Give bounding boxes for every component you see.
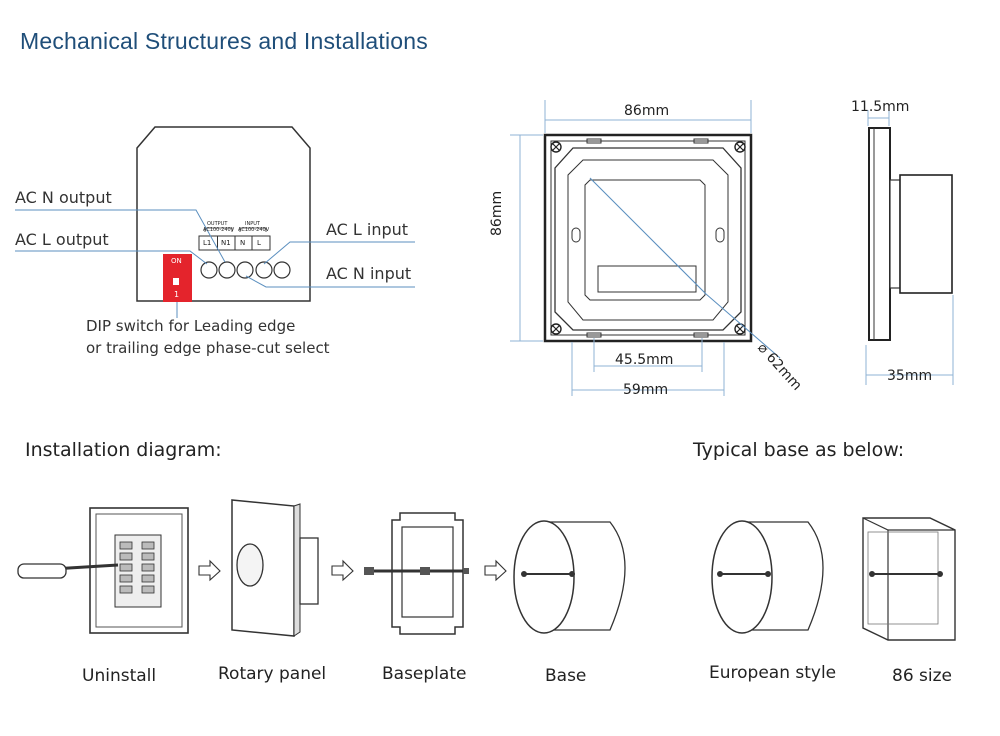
- caption-baseplate: Baseplate: [382, 664, 467, 684]
- front-view: [510, 100, 781, 396]
- rotary-panel-figure: [231, 499, 319, 637]
- caption-base: Base: [545, 666, 587, 686]
- installation-heading: Installation diagram:: [25, 439, 222, 461]
- dip-on-label: ON: [171, 257, 182, 265]
- caption-european-style: European style: [709, 663, 837, 683]
- ac-l-output-label: AC L output: [15, 230, 109, 249]
- ac-l-input-label: AC L input: [326, 220, 409, 239]
- dim-mount: 59mm: [623, 382, 669, 398]
- european-base-figure: [711, 520, 824, 634]
- terminal-l1-label: L1: [203, 239, 212, 247]
- terminal-n1-label: N1: [221, 239, 231, 247]
- round-base-figure: [513, 520, 626, 634]
- ac-n-input-label: AC N input: [326, 264, 412, 283]
- dim-height: 86mm: [489, 190, 505, 236]
- output-tag: OUTPUT: [207, 221, 228, 227]
- page-title: Mechanical Structures and Installations: [20, 28, 428, 54]
- dim-depth-total: 11.5mm: [851, 99, 910, 115]
- caption-rotary-panel: Rotary panel: [218, 664, 327, 684]
- side-view: [865, 110, 954, 385]
- output-voltage: AC100-240V: [203, 227, 235, 233]
- dip-1-label: 1: [174, 290, 180, 299]
- typical-base-heading: Typical base as below:: [693, 439, 905, 461]
- terminal-n: [236, 261, 254, 279]
- terminal-l-label: L: [257, 239, 261, 247]
- terminal-l: [255, 261, 273, 279]
- caption-uninstall: Uninstall: [82, 666, 157, 686]
- baseplate-figure: [364, 512, 469, 635]
- dip-caption-line2: or trailing edge phase-cut select: [86, 339, 330, 357]
- wiring-module: [15, 126, 415, 318]
- dim-depth-body: 35mm: [887, 368, 933, 384]
- terminal-n-label: N: [240, 239, 246, 247]
- terminal-l1: [200, 261, 218, 279]
- input-tag: INPUT: [245, 221, 260, 227]
- terminal-n1: [218, 261, 236, 279]
- caption-86-size: 86 size: [892, 666, 952, 686]
- dip-caption-line1: DIP switch for Leading edge: [86, 317, 296, 335]
- dim-width: 86mm: [624, 103, 670, 119]
- input-voltage: AC100-240V: [238, 227, 270, 233]
- step-arrows: [198, 559, 507, 582]
- dim-inner: 45.5mm: [615, 352, 674, 368]
- uninstall-figure: [17, 507, 189, 634]
- ac-n-output-label: AC N output: [15, 188, 112, 207]
- box-base-figure: [862, 517, 956, 641]
